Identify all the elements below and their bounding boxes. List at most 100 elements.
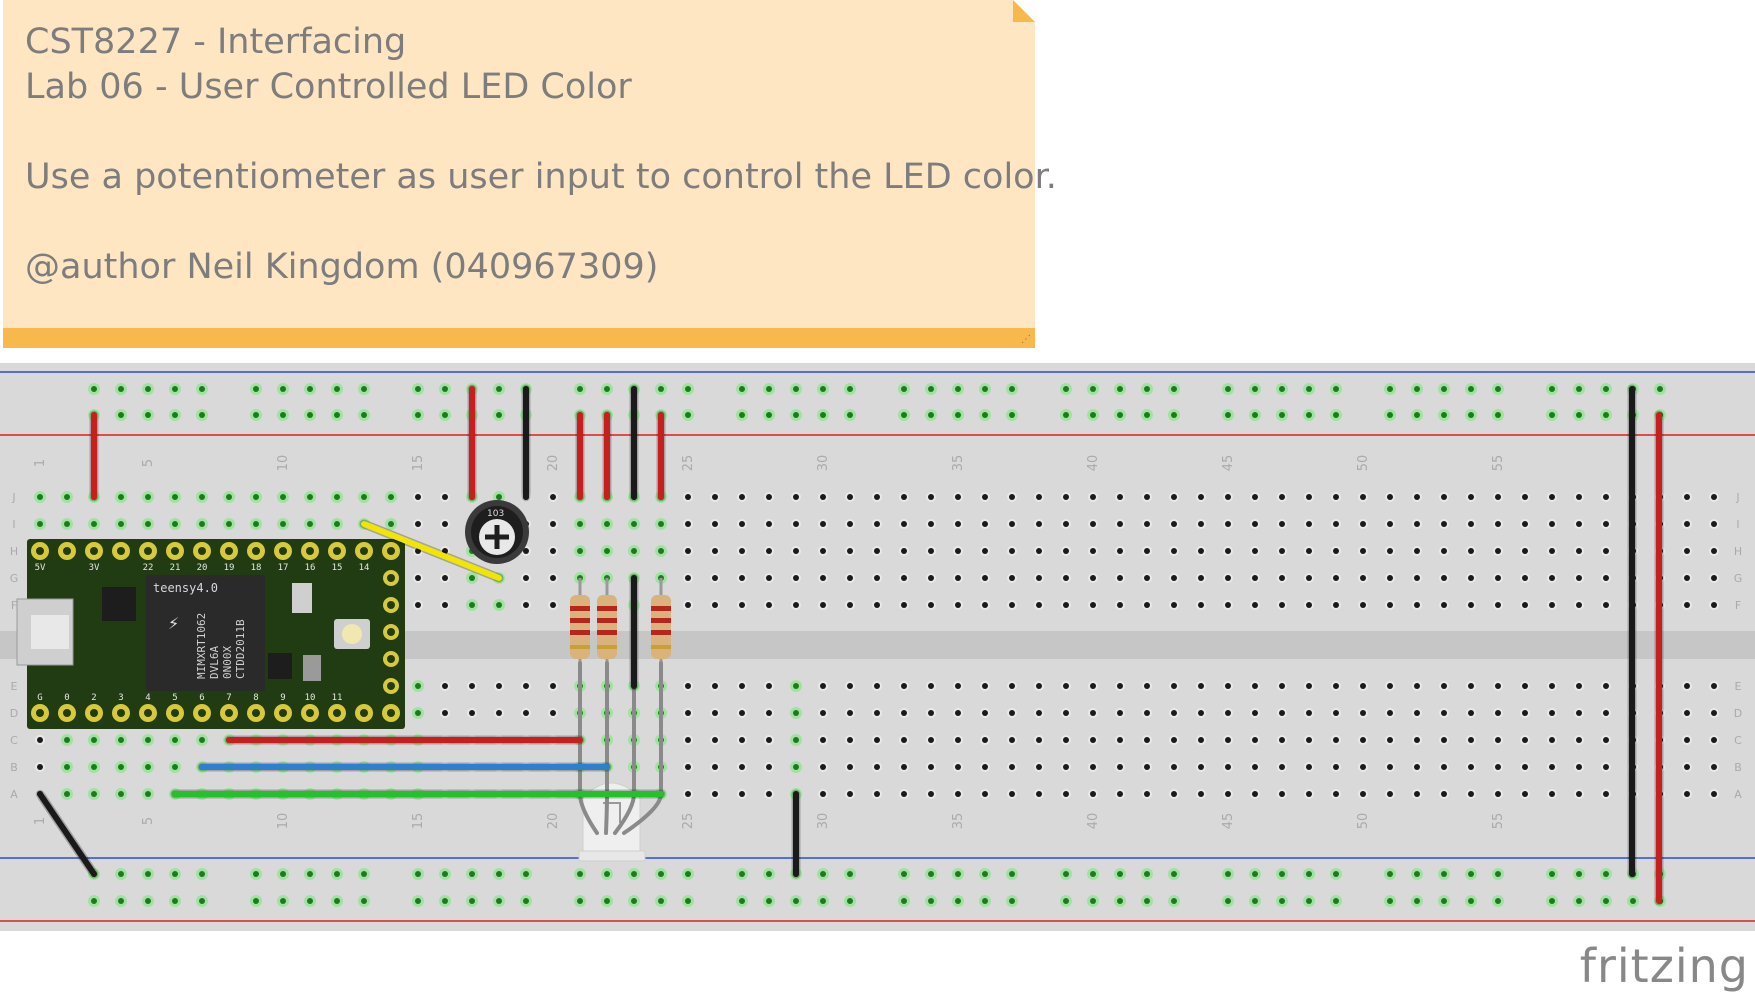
rail-hole-center xyxy=(523,898,529,904)
breadboard-hole-center xyxy=(847,548,853,554)
breadboard-hole-center xyxy=(1279,494,1285,500)
rail-hole-center xyxy=(1387,871,1393,877)
breadboard-hole-center xyxy=(172,764,178,770)
sticky-note[interactable]: CST8227 - Interfacing Lab 06 - User Cont… xyxy=(3,0,1057,348)
breadboard-hole-center xyxy=(64,791,70,797)
rail-hole-center xyxy=(955,386,961,392)
teensy-side-pin-hole xyxy=(387,628,395,636)
breadboard-hole-center xyxy=(253,521,259,527)
rail-hole-center xyxy=(1144,412,1150,418)
breadboard-hole-center xyxy=(523,602,529,608)
resistor-band xyxy=(651,645,671,649)
rail-hole-center xyxy=(1495,412,1501,418)
small-chip xyxy=(102,587,136,621)
breadboard-hole-center xyxy=(1603,548,1609,554)
rail-hole-center xyxy=(118,412,124,418)
breadboard-hole-center xyxy=(1090,602,1096,608)
teensy-side-pin-hole xyxy=(387,655,395,663)
breadboard-hole-center xyxy=(1387,548,1393,554)
breadboard-hole-center xyxy=(1252,791,1258,797)
breadboard-hole-center xyxy=(982,521,988,527)
breadboard-hole-center xyxy=(1333,521,1339,527)
breadboard-hole-center xyxy=(1036,548,1042,554)
rail-hole-center xyxy=(766,871,772,877)
breadboard-hole-center xyxy=(1036,521,1042,527)
breadboard-hole-center xyxy=(1333,764,1339,770)
teensy-pin-hole xyxy=(117,547,125,555)
rail-hole-center xyxy=(1333,898,1339,904)
breadboard-hole-center xyxy=(415,602,421,608)
breadboard-hole-center xyxy=(1387,710,1393,716)
breadboard-hole-center xyxy=(307,521,313,527)
breadboard-hole-center xyxy=(1009,602,1015,608)
breadboard-hole-center xyxy=(496,683,502,689)
rail-hole-center xyxy=(955,871,961,877)
breadboard-hole-center xyxy=(1522,602,1528,608)
breadboard-hole-center xyxy=(1117,494,1123,500)
rail-hole-center xyxy=(1333,412,1339,418)
breadboard-hole-center xyxy=(226,521,232,527)
potentiometer[interactable]: 103 xyxy=(465,500,529,564)
breadboard-hole-center xyxy=(1684,575,1690,581)
resistor-band xyxy=(570,630,590,635)
breadboard-hole-center xyxy=(1306,494,1312,500)
breadboard-hole-center xyxy=(469,710,475,716)
breadboard-hole-center xyxy=(793,737,799,743)
breadboard-hole-center xyxy=(145,737,151,743)
breadboard-hole-center xyxy=(1522,791,1528,797)
breadboard-hole-center xyxy=(1279,791,1285,797)
resistors[interactable] xyxy=(570,578,671,686)
breadboard-hole-center xyxy=(955,494,961,500)
breadboard-hole-center xyxy=(415,521,421,527)
column-number: 25 xyxy=(681,455,696,472)
note-resize-grip-icon[interactable]: ⋰ xyxy=(1021,334,1031,345)
rail-hole-center xyxy=(145,898,151,904)
breadboard-hole-center xyxy=(1360,737,1366,743)
teensy-pin-hole xyxy=(360,547,368,555)
breadboard-hole-center xyxy=(1387,575,1393,581)
rail-hole-center xyxy=(1576,412,1582,418)
rail-hole-center xyxy=(928,386,934,392)
rail-hole-center xyxy=(1225,898,1231,904)
breadboard-hole-center xyxy=(1576,494,1582,500)
rail-hole-center xyxy=(685,386,691,392)
breadboard-hole-center xyxy=(1252,710,1258,716)
wire-yellow[interactable] xyxy=(361,521,502,581)
breadboard-hole-center xyxy=(955,602,961,608)
breadboard-hole-center xyxy=(1117,521,1123,527)
breadboard-hole-center xyxy=(901,575,907,581)
breadboard-hole-center xyxy=(1711,575,1717,581)
breadboard-hole-center xyxy=(1279,602,1285,608)
breadboard-hole-center xyxy=(1495,602,1501,608)
rail-hole-center xyxy=(631,871,637,877)
rail-hole-center xyxy=(685,898,691,904)
breadboard-hole-center xyxy=(847,521,853,527)
breadboard-hole-center xyxy=(1333,791,1339,797)
rail-hole-center xyxy=(118,386,124,392)
teensy-side-pin-hole xyxy=(387,574,395,582)
wire-black[interactable] xyxy=(37,791,97,877)
breadboard-hole-center xyxy=(739,548,745,554)
breadboard-hole-center xyxy=(1441,710,1447,716)
breadboard-hole-center xyxy=(1198,737,1204,743)
rail-hole-center xyxy=(118,871,124,877)
rail-hole-center xyxy=(685,412,691,418)
breadboard-hole-center xyxy=(712,710,718,716)
rail-hole-center xyxy=(1603,386,1609,392)
breadboard-hole-center xyxy=(1171,548,1177,554)
breadboard-hole-center xyxy=(766,548,772,554)
breadboard-hole-center xyxy=(1414,602,1420,608)
breadboard-hole-center xyxy=(1549,791,1555,797)
teensy-pin-hole xyxy=(63,547,71,555)
rail-hole-center xyxy=(955,898,961,904)
breadboard-hole-center xyxy=(1495,521,1501,527)
breadboard-hole-center xyxy=(1198,683,1204,689)
breadboard-hole-center xyxy=(1684,737,1690,743)
wires[interactable] xyxy=(35,384,1664,906)
rail-hole-center xyxy=(1549,898,1555,904)
breadboard-hole-center xyxy=(1333,683,1339,689)
breadboard-hole-center xyxy=(1333,602,1339,608)
breadboard-hole-center xyxy=(874,737,880,743)
